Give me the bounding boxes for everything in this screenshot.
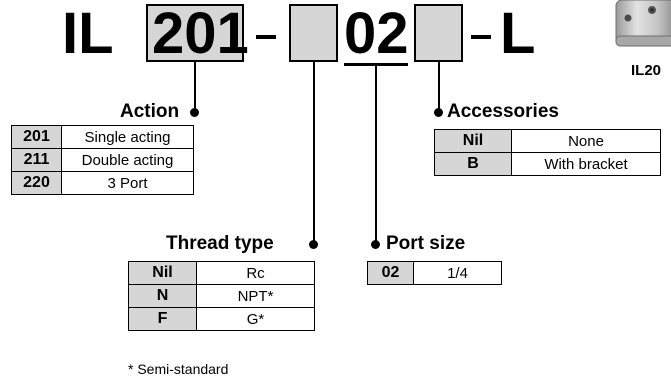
action-code-cell: 201 bbox=[11, 125, 62, 149]
accessories-code-cell: B bbox=[434, 152, 512, 176]
accessories-connector-line bbox=[438, 62, 440, 114]
table-row: 211 Double acting bbox=[11, 148, 194, 172]
table-row: 220 3 Port bbox=[11, 171, 194, 195]
thread-label-cell: NPT* bbox=[196, 284, 315, 308]
action-label-cell: Single acting bbox=[61, 125, 194, 149]
thread-type-code-box bbox=[289, 4, 338, 62]
model-suffix: L bbox=[500, 1, 536, 66]
action-table: 201 Single acting 211 Double acting 220 … bbox=[11, 125, 194, 195]
action-code-cell: 220 bbox=[11, 171, 62, 195]
thread-label-cell: G* bbox=[196, 307, 315, 331]
port-size-connector-line bbox=[375, 66, 377, 247]
accessories-label-cell: With bracket bbox=[511, 152, 661, 176]
accessories-label-cell: None bbox=[511, 129, 661, 153]
thread-type-connector-dot bbox=[309, 240, 318, 249]
port-size-table: 02 1/4 bbox=[367, 261, 502, 285]
action-connector-dot bbox=[190, 108, 199, 117]
action-code: 201 bbox=[152, 1, 249, 66]
port-size-label-cell: 1/4 bbox=[413, 261, 502, 285]
action-code-box bbox=[146, 4, 244, 62]
product-photo-caption: IL20 bbox=[631, 62, 662, 79]
port-size-underline bbox=[344, 63, 408, 66]
table-row: 02 1/4 bbox=[367, 261, 502, 285]
product-photo-graphic bbox=[615, 0, 671, 47]
action-heading: Action bbox=[120, 101, 180, 122]
action-code-cell: 211 bbox=[11, 148, 62, 172]
action-connector-line bbox=[194, 62, 196, 114]
table-row: B With bracket bbox=[434, 152, 661, 176]
thread-type-table: Nil Rc N NPT* F G* bbox=[128, 261, 315, 331]
table-row: Nil None bbox=[434, 129, 661, 153]
accessories-code-box bbox=[414, 4, 463, 62]
table-row: N NPT* bbox=[128, 284, 315, 308]
thread-code-cell: N bbox=[128, 284, 197, 308]
dash-1 bbox=[256, 35, 276, 39]
thread-label-cell: Rc bbox=[196, 261, 315, 285]
action-label-cell: 3 Port bbox=[61, 171, 194, 195]
dash-2 bbox=[471, 35, 491, 39]
accessories-code-cell: Nil bbox=[434, 129, 512, 153]
port-size-heading: Port size bbox=[386, 233, 466, 254]
thread-type-heading: Thread type bbox=[166, 233, 274, 254]
model-prefix: IL bbox=[62, 1, 114, 66]
thread-code-cell: F bbox=[128, 307, 197, 331]
table-row: 201 Single acting bbox=[11, 125, 194, 149]
thread-code-cell: Nil bbox=[128, 261, 197, 285]
accessories-table: Nil None B With bracket bbox=[434, 129, 661, 176]
accessories-heading: Accessories bbox=[447, 101, 559, 122]
port-size-code: 02 bbox=[344, 1, 409, 66]
port-size-connector-dot bbox=[371, 240, 380, 249]
thread-type-connector-line bbox=[313, 62, 315, 247]
accessories-connector-dot bbox=[434, 108, 443, 117]
table-row: Nil Rc bbox=[128, 261, 315, 285]
product-photo bbox=[612, 0, 671, 50]
action-label-cell: Double acting bbox=[61, 148, 194, 172]
semi-standard-footnote: * Semi-standard bbox=[128, 361, 229, 377]
port-size-code-cell: 02 bbox=[367, 261, 414, 285]
table-row: F G* bbox=[128, 307, 315, 331]
